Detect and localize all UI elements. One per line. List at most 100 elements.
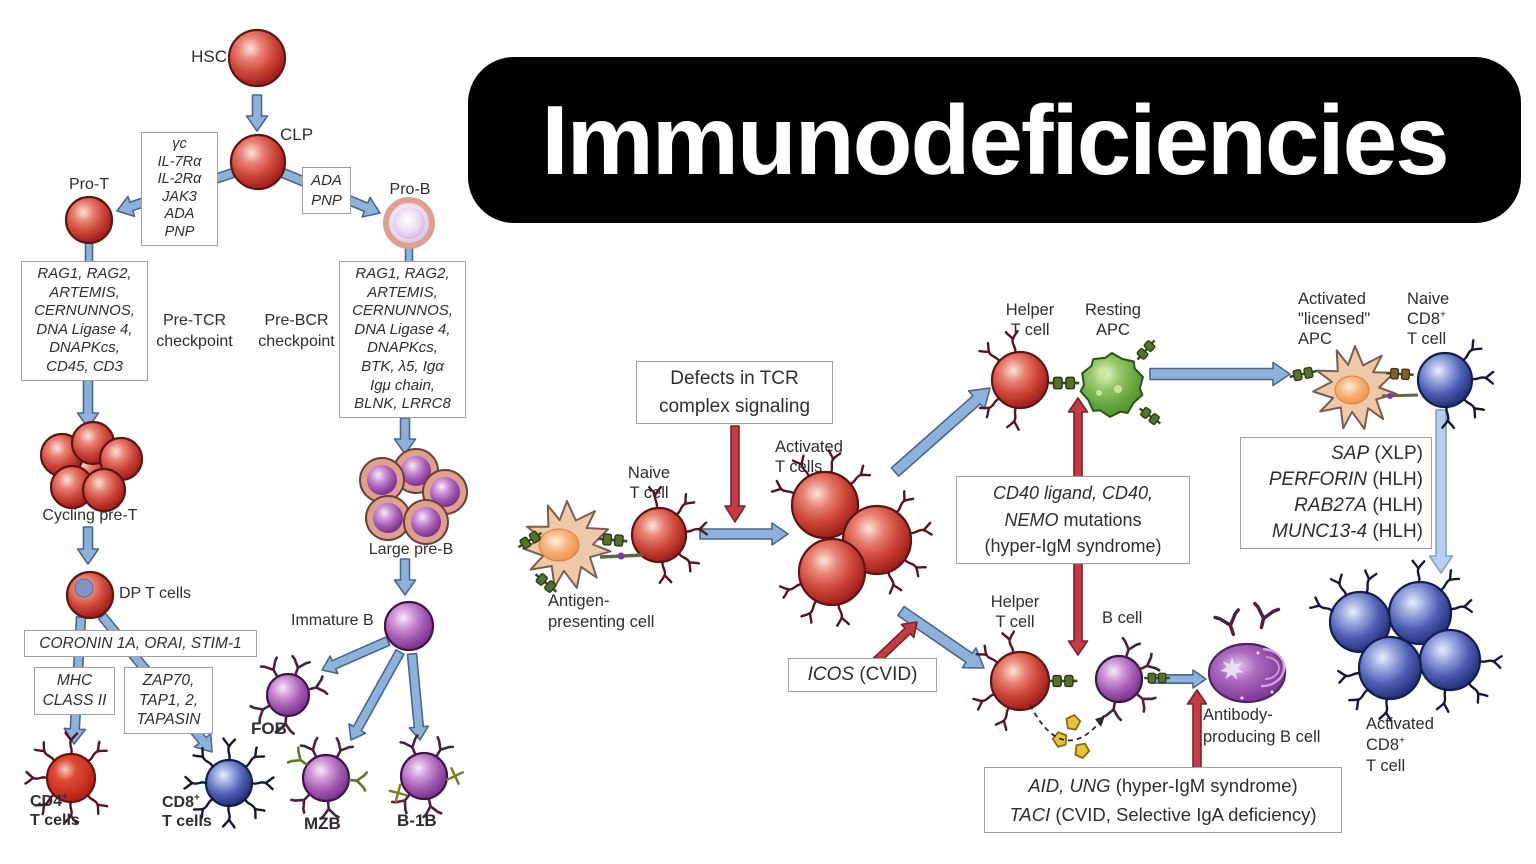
cell-spikes: [24, 731, 109, 825]
arrow-largepreb-to-immatureb: [393, 558, 417, 596]
mzb-label: MZB: [304, 814, 341, 833]
arrow-hsc-to-clp: [245, 94, 269, 132]
arrow-icos: [872, 621, 918, 665]
antibody-y-icon: [291, 654, 311, 676]
naive-cd8-t-cell: [1416, 351, 1474, 409]
licensed-apc-label: Activated"licensed"APC: [1298, 290, 1371, 348]
activated-t-cell: [790, 470, 860, 540]
antibody-y-icon: [274, 715, 295, 735]
receptor-pair-icon: [1289, 366, 1317, 382]
b1b-receptor-x-icon: [446, 767, 464, 785]
cell-spikes: [1337, 669, 1393, 722]
activated-cd8-t-cell-label: Activated CD8+ T cell: [1366, 715, 1434, 775]
fob-cell: [265, 672, 311, 718]
aid-ung-taci-box: AID, UNG (hyper-IgM syndrome) TACI (CVID…: [984, 767, 1342, 833]
pro-t-label: Pro-T: [69, 176, 109, 193]
receptor-pair-icon: [1048, 674, 1078, 688]
dp-t-cells-label: DP T cells: [119, 585, 192, 602]
antigen-presenting-cell-label: Antigen-presenting cell: [548, 592, 655, 631]
arrow-activated-to-helper-bottom: [897, 605, 985, 669]
antibody-y-icon: [249, 704, 271, 724]
arrow-to-large-preb: [393, 417, 417, 455]
cell-spikes: [887, 490, 933, 595]
immature-b-label: Immature B: [291, 612, 374, 629]
clp-cell: [229, 133, 287, 191]
antibody-y-icon: [1136, 693, 1157, 713]
antibody-y-icon: [299, 736, 319, 758]
pro-t-defect-genes-box: RAG1, RAG2,ARTEMIS,CERNUNNOS,DNA Ligase …: [21, 261, 148, 381]
cd40-nemo-box: CD40 ligand, CD40, NEMO mutations (hyper…: [956, 476, 1190, 564]
mzb-cell: [301, 753, 351, 803]
zap70-genes-box: ZAP70,TAP1, 2,TAPASIN: [124, 667, 213, 734]
naive-cd8-t-cell-label: Naive CD8+ T cell: [1407, 290, 1450, 348]
immature-b-cell: [383, 600, 435, 652]
naive-t-cell: [630, 506, 688, 564]
antibody-y-icon: [319, 800, 340, 820]
cd4-t-cells-label: CD4+ T cells: [30, 791, 80, 829]
resting-apc-cell: [1079, 352, 1144, 418]
arrow-cycling-to-dp: [76, 526, 100, 565]
cell-spikes: [972, 630, 1016, 732]
helper-t-cell-bottom: [989, 650, 1051, 712]
icos-cvid-box: ICOS (CVID): [788, 658, 937, 692]
arrow-activated-to-helper-top: [890, 387, 991, 477]
antibody-y-icon: [290, 793, 311, 814]
arrow-immb-to-fob: [321, 636, 391, 675]
cd8-t-cells-label: CD8+ T cells: [162, 792, 212, 830]
activated-cd8-t-cell: [1418, 628, 1482, 692]
page-title: Immunodeficiencies: [541, 84, 1449, 195]
title-banner: Immunodeficiencies: [468, 57, 1521, 223]
receptor-pair-icon: [1048, 376, 1080, 390]
cell-spikes: [183, 737, 275, 829]
costim-dot: [617, 552, 625, 560]
hsc-cell: [227, 28, 287, 88]
cell-spikes: [648, 485, 709, 585]
cell-spikes: [778, 583, 850, 627]
receptor-pair-icon: [517, 530, 543, 550]
receptor-pair-icon: [534, 573, 558, 593]
dp-core: [74, 578, 94, 598]
cytokine-dashed-arrowhead: [1095, 716, 1105, 727]
costim-dot: [1387, 393, 1393, 399]
b-cell: [1094, 654, 1144, 704]
pro-t-cell: [64, 195, 114, 245]
antibody-producing-b-cell-label: Antibody-producing B cell: [1203, 706, 1321, 746]
arrow-to-licensed-apc: [1149, 361, 1291, 387]
receptor-pair-icon: [1386, 367, 1414, 381]
receptor-pair-icon: [1136, 339, 1156, 361]
b1b-receptor-x-icon: [388, 783, 408, 803]
cytokine-icon: [1074, 742, 1091, 760]
pro-b-defect-genes-box: RAG1, RAG2,ARTEMIS,CERNUNNOS,DNA Ligase …: [339, 261, 466, 418]
arrow-aid-up: [1186, 689, 1208, 769]
antibody-y-icon: [1101, 701, 1123, 722]
arrow-naivet-to-activated: [699, 522, 789, 546]
antibody-y-icon: [1139, 652, 1161, 672]
cytokine-icon: [1065, 714, 1082, 731]
antibody-y-icon: [259, 656, 279, 678]
antibody-y-icon: [1213, 608, 1240, 637]
antibody-y-icon: [286, 746, 308, 766]
cytokine-icon: [1051, 731, 1068, 748]
connector-prot-genes: [84, 242, 94, 264]
arrow-cd40-down: [1067, 561, 1089, 656]
cycling-pre-t-label: Cycling pre-T: [42, 507, 138, 524]
antibody-y-icon: [422, 798, 443, 819]
cytokine-dashed-arrow: [1029, 704, 1101, 742]
helper-t-cell-top: [990, 350, 1050, 410]
receptor-pair-icon: [1138, 406, 1162, 426]
antibody-y-icon: [1253, 601, 1281, 630]
cell-spikes: [1309, 569, 1378, 612]
arrow-immb-to-b1b: [406, 652, 430, 741]
apc-nucleus: [1334, 375, 1370, 405]
arrow-cd40-up: [1067, 397, 1089, 478]
cell-spikes: [1411, 559, 1474, 613]
large-pre-b-label: Large pre-B: [368, 541, 454, 558]
